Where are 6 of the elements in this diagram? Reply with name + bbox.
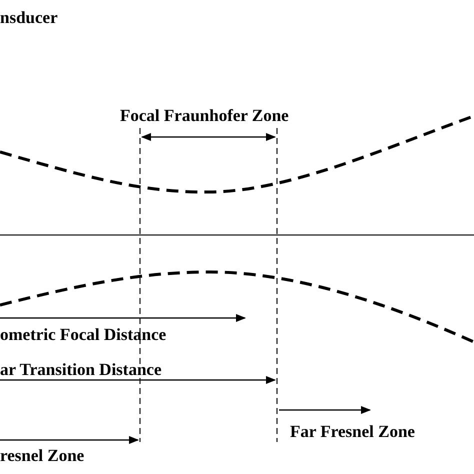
distance-label: ometric Focal Distance	[0, 325, 166, 345]
zone-label: Far Fresnel Zone	[290, 422, 415, 442]
zone-label: Focal Fraunhofer Zone	[120, 106, 289, 126]
heading-text: nsducer	[0, 8, 58, 28]
distance-label: ar Transition Distance	[0, 360, 162, 380]
zone-label: resnel Zone	[0, 446, 84, 466]
